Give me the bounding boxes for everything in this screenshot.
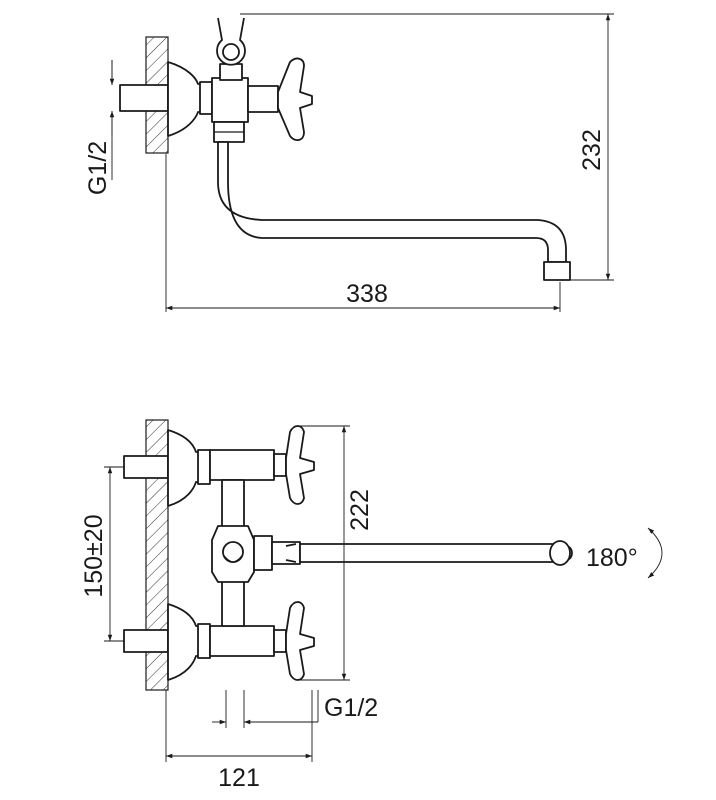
- front-height-dim-label: 222: [346, 489, 374, 531]
- top-cross-handle: [277, 57, 313, 141]
- top-inlet-pipe: [119, 84, 169, 112]
- front-depth-dim-label: 121: [218, 764, 260, 792]
- front-thread-label: G1/2: [324, 694, 378, 722]
- top-height-dim-label: 232: [578, 129, 606, 171]
- front-lower-cross-handle: [285, 601, 315, 681]
- front-spout-nut: [253, 535, 273, 571]
- rotation-label: 180°: [586, 544, 638, 572]
- front-wall-hatch: [145, 419, 169, 691]
- top-aerator: [543, 261, 571, 281]
- top-length-dim-label: 338: [346, 280, 388, 308]
- front-upper-cross-handle: [285, 425, 315, 505]
- top-spout: [217, 141, 567, 263]
- rotation-arrow: [647, 527, 663, 579]
- top-valve-body: [211, 77, 249, 123]
- top-nut: [199, 81, 213, 115]
- top-thread-label: G1/2: [84, 141, 112, 195]
- front-lower-inlet: [123, 629, 169, 653]
- front-view: 180° 222 150±20 G1/2 121: [80, 419, 663, 792]
- front-upper-inlet: [123, 455, 169, 479]
- top-view: 232 338 G1/2: [84, 13, 614, 312]
- front-spout-pipe: [299, 543, 573, 563]
- front-centers-dim-label: 150±20: [80, 514, 108, 597]
